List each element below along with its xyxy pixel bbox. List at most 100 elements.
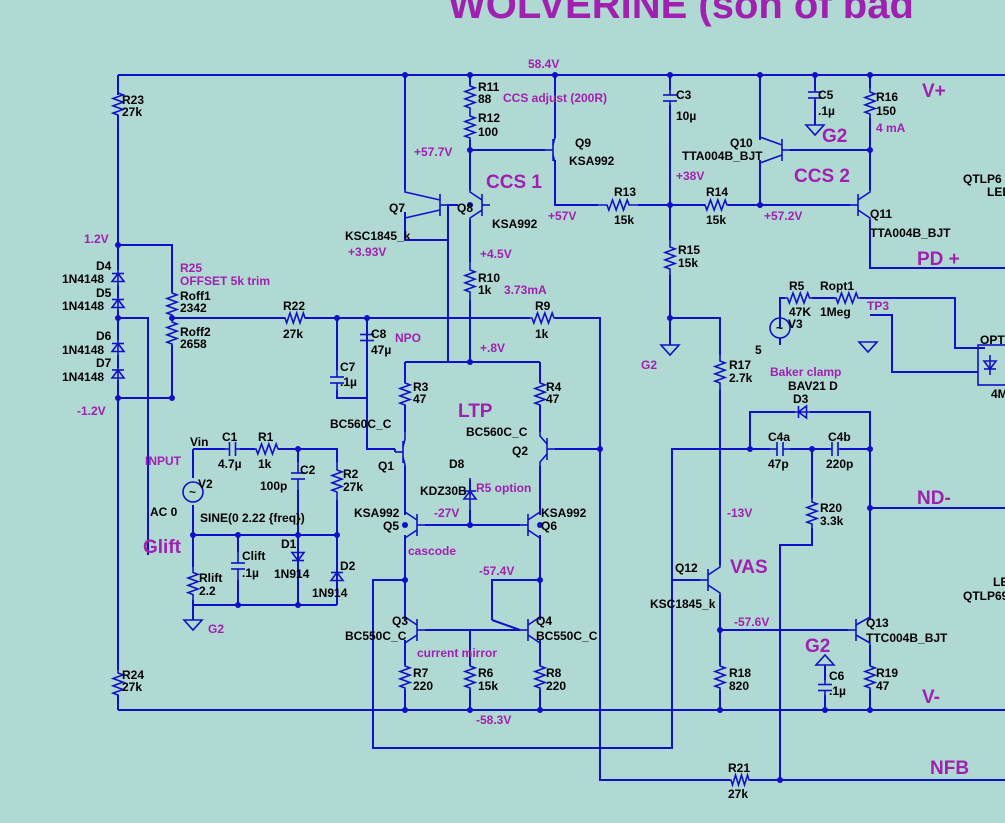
note-qtlp-b: QTLP69 bbox=[963, 589, 1005, 603]
note-g2: G2 bbox=[641, 358, 657, 372]
value-q2: BC560C_C bbox=[466, 425, 528, 439]
ref-r22: R22 bbox=[283, 299, 305, 313]
wire-101 bbox=[779, 297, 785, 318]
value-r8: 220 bbox=[546, 679, 566, 693]
wire-47 bbox=[491, 619, 521, 631]
capacitor-c2 bbox=[291, 460, 305, 492]
junction-dot bbox=[467, 522, 473, 528]
note-ac: AC 0 bbox=[150, 505, 178, 519]
ref-q13: Q13 bbox=[866, 616, 889, 630]
note-led-b: LE bbox=[993, 575, 1005, 589]
resistor-r8 bbox=[532, 662, 548, 692]
resistor-ropt1 bbox=[832, 290, 862, 306]
ref-r5: R5 bbox=[789, 279, 805, 293]
junction-dot bbox=[867, 446, 873, 452]
junction-dot bbox=[402, 72, 408, 78]
value-r5: 47K bbox=[789, 305, 811, 319]
node-nm13: -13V bbox=[727, 506, 752, 520]
capacitor-c8 bbox=[360, 330, 374, 345]
value-q4: BC550C_C bbox=[536, 629, 598, 643]
transistor-q6 bbox=[520, 510, 541, 540]
value-c5: .1µ bbox=[818, 104, 835, 118]
capacitor-c4a bbox=[768, 442, 792, 456]
node-n393: +3.93V bbox=[348, 245, 386, 259]
source-v2: ~ bbox=[182, 481, 204, 503]
value-ropt1: 1Meg bbox=[820, 305, 851, 319]
value-r12: 100 bbox=[478, 125, 498, 139]
label-g2-c5: G2 bbox=[822, 126, 847, 147]
wire-24 bbox=[554, 160, 598, 206]
ref-r23: R23 bbox=[122, 93, 144, 107]
junction-dot bbox=[334, 315, 340, 321]
value-r11: 88 bbox=[478, 92, 492, 106]
ground-g2-c5 bbox=[804, 124, 826, 137]
transistor-q4 bbox=[520, 615, 541, 645]
resistor-r5 bbox=[782, 290, 815, 306]
node-n08: +.8V bbox=[480, 341, 505, 355]
junction-dot bbox=[364, 315, 370, 321]
wire-12 bbox=[118, 317, 149, 555]
ground-g2-rlift bbox=[182, 619, 204, 632]
junction-dot bbox=[295, 532, 301, 538]
ref-r1: R1 bbox=[258, 430, 274, 444]
value-r9: 1k bbox=[535, 327, 549, 341]
value-q11: TTA004B_BJT bbox=[870, 226, 951, 240]
junction-dot bbox=[757, 72, 763, 78]
wire-91 bbox=[749, 411, 795, 449]
junction-dot bbox=[235, 532, 241, 538]
ground-g2-c6 bbox=[814, 653, 836, 666]
diode-d3 bbox=[793, 404, 812, 420]
junction-dot bbox=[467, 147, 473, 153]
diode-d7 bbox=[110, 366, 126, 382]
group-vas: VAS bbox=[730, 557, 768, 578]
resistor-r19 bbox=[862, 662, 878, 692]
ref-r19: R19 bbox=[876, 666, 898, 680]
node-n572: +57.2V bbox=[764, 209, 802, 223]
note-mirror: current mirror bbox=[417, 646, 497, 660]
schematic-title: WOLVERINE (son of bad bbox=[448, 0, 914, 27]
resistor-rlift bbox=[185, 565, 201, 602]
ref-r10: R10 bbox=[478, 271, 500, 285]
transistor-q10 bbox=[759, 135, 790, 165]
transistor-q2 bbox=[539, 432, 555, 466]
transistor-q5 bbox=[404, 510, 425, 540]
note-offset: OFFSET 5k trim bbox=[180, 274, 270, 288]
ref-q11: Q11 bbox=[870, 207, 892, 221]
value-d8: KDZ30B bbox=[420, 484, 467, 498]
value-r1: 1k bbox=[258, 457, 272, 471]
wire-18 bbox=[336, 318, 368, 399]
ref-d4: D4 bbox=[96, 259, 112, 273]
ref-r16: R16 bbox=[876, 90, 898, 104]
capacitor-c4b bbox=[828, 442, 842, 456]
value-q8: KSA992 bbox=[492, 217, 538, 231]
transistor-q3 bbox=[404, 615, 425, 645]
value-c4b: 220p bbox=[826, 457, 853, 471]
value-q7: KSC1845_k bbox=[345, 229, 411, 243]
transistor-q8 bbox=[469, 190, 490, 220]
junction-dot bbox=[747, 446, 753, 452]
transistor-q13 bbox=[848, 615, 871, 645]
value-roff1: 2342 bbox=[180, 301, 207, 315]
ref-q4: Q4 bbox=[536, 614, 552, 628]
value-q9: KSA992 bbox=[569, 154, 615, 168]
svg-text:~: ~ bbox=[776, 321, 783, 335]
node-nm583: -58.3V bbox=[476, 713, 511, 727]
ref-r24: R24 bbox=[122, 668, 144, 682]
rail-pdplus: PD + bbox=[917, 249, 960, 270]
note-cascode: cascode bbox=[408, 544, 456, 558]
rail-vplus: V+ bbox=[922, 81, 946, 102]
junction-dot bbox=[115, 242, 121, 248]
junction-dot bbox=[169, 395, 175, 401]
ref-d5: D5 bbox=[96, 286, 112, 300]
wire-74 bbox=[669, 275, 721, 355]
capacitor-c7 bbox=[330, 368, 344, 392]
value-d6: 1N4148 bbox=[62, 343, 104, 357]
wire-10 bbox=[118, 244, 173, 292]
ref-r6: R6 bbox=[478, 666, 494, 680]
ref-roff1: Roff1 bbox=[180, 289, 211, 303]
capacitor-c1 bbox=[222, 442, 243, 456]
value-r2: 27k bbox=[343, 480, 363, 494]
ref-q12: Q12 bbox=[675, 561, 698, 575]
ref-c7: C7 bbox=[340, 360, 356, 374]
node-top: 58.4V bbox=[528, 57, 559, 71]
